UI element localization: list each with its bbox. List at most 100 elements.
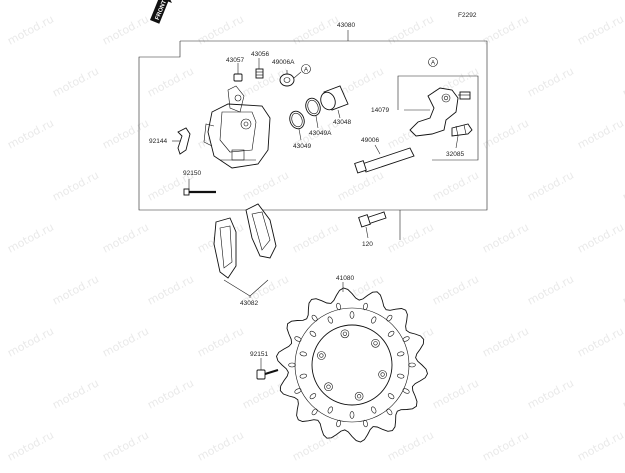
disc-vent-hole [386, 314, 393, 322]
watermark-text: motod.ru [525, 272, 576, 307]
disc-bolt-hole-inner [326, 384, 331, 389]
brake-disc-41080 [276, 287, 428, 443]
watermark-text: motod.ru [430, 272, 481, 307]
pad-pin-92150 [183, 188, 216, 196]
watermark-text: motod.ru [145, 64, 196, 99]
watermark-text: motod.ru [5, 324, 56, 359]
watermark-text: motod.ru [5, 12, 56, 47]
disc-vent-hole [386, 408, 393, 416]
watermark-text: motod.ru [575, 324, 625, 359]
disc-vent-hole [349, 311, 355, 319]
watermark-text: motod.ru [50, 272, 101, 307]
watermark-text: motod.ru [620, 272, 625, 307]
watermark-text: motod.ru [480, 428, 531, 463]
disc-vent-hole [294, 388, 302, 394]
disc-vent-hole [371, 316, 377, 324]
watermark-text: motod.ru [480, 324, 531, 359]
disc-vent-hole [299, 351, 307, 357]
disc-vent-hole [327, 316, 333, 324]
callout-32085: 32085 [446, 151, 464, 158]
watermark-text: motod.ru [480, 220, 531, 255]
watermark-text: motod.ru [195, 428, 246, 463]
disc-vent-hole [294, 336, 302, 342]
watermark-text: motod.ru [5, 428, 56, 463]
watermark-text: motod.ru [430, 376, 481, 411]
disc-vent-hole [387, 330, 395, 337]
watermark-text: motod.ru [100, 220, 151, 255]
watermark-text: motod.ru [430, 168, 481, 203]
assembly-bracket-43080 [138, 30, 488, 211]
callout-43049: 43049 [293, 143, 311, 150]
watermark-text: motod.ru [385, 428, 436, 463]
watermark-text: motod.ru [480, 12, 531, 47]
disc-bolt-hole [354, 391, 364, 401]
callout-43056: 43056 [251, 51, 269, 58]
callout-92151: 92151 [250, 351, 268, 358]
watermark-text: motod.ru [5, 116, 56, 151]
callout-41080: 41080 [336, 275, 354, 282]
disc-bolt-hole-inner [342, 331, 348, 336]
ref-circle-a-1: A [301, 64, 311, 74]
disc-vent-hole [371, 406, 377, 414]
watermark-text: motod.ru [145, 376, 196, 411]
watermark-text: motod.ru [575, 220, 625, 255]
disc-vent-hole [363, 302, 368, 311]
callout-43049A: 43049A [309, 130, 332, 137]
watermark-text: motod.ru [50, 64, 101, 99]
callout-92150: 92150 [183, 170, 201, 177]
dust-boot-49006A [279, 73, 295, 87]
watermark-text: motod.ru [525, 64, 576, 99]
watermark-text: motod.ru [335, 168, 386, 203]
callout-49006: 49006 [361, 137, 379, 144]
callout-120: 120 [362, 241, 373, 248]
front-direction-icon: FRONT [150, 0, 172, 24]
brake-pad-left [213, 217, 237, 279]
disc-bolt-hole-inner [373, 341, 378, 346]
watermark-text: motod.ru [620, 376, 625, 411]
svg-text:A: A [431, 61, 435, 67]
callout-43057: 43057 [226, 57, 244, 64]
watermark-text: motod.ru [575, 428, 625, 463]
disc-bolt-hole [324, 382, 333, 392]
disc-vent-hole [311, 314, 318, 322]
disc-vent-hole [309, 393, 317, 400]
brake-pad-right [245, 203, 277, 259]
caliper-bracket-14079 [409, 87, 471, 137]
piston-43048 [320, 85, 349, 111]
pad-retainer-32085 [451, 123, 473, 137]
watermark-text: motod.ru [290, 12, 341, 47]
callout-49006A: 49006A [272, 59, 295, 66]
diagram-code: F2292 [458, 12, 477, 19]
watermark-text: motod.ru [575, 12, 625, 47]
disc-vent-hole [387, 393, 395, 400]
disc-bolt-hole [378, 370, 387, 379]
watermark-text: motod.ru [525, 376, 576, 411]
watermark-text: motod.ru [100, 324, 151, 359]
watermark-text: motod.ru [100, 428, 151, 463]
caliper-body [203, 85, 271, 169]
svg-text:A: A [304, 68, 308, 74]
disc-bolt-hole-inner [319, 353, 324, 358]
disc-vent-hole [336, 302, 341, 311]
watermark-text: motod.ru [50, 168, 101, 203]
disc-bolt-hole [371, 338, 380, 348]
watermark-text: motod.ru [620, 168, 625, 203]
callout-14079: 14079 [371, 107, 389, 114]
disc-vent-hole [288, 362, 296, 368]
bleeder-cap-43057 [233, 73, 243, 82]
disc-vent-hole [363, 419, 368, 428]
bleeder-valve-43056 [255, 68, 264, 79]
watermark-text: motod.ru [575, 116, 625, 151]
callout-92144: 92144 [149, 138, 167, 145]
callout-43048: 43048 [333, 119, 351, 126]
disc-bolt-hole-inner [357, 394, 362, 399]
disc-vent-hole [397, 351, 405, 357]
seal-43049A [305, 97, 321, 117]
disc-bolt-hole [317, 351, 326, 360]
seal-43049 [289, 110, 305, 130]
watermark-text: motod.ru [100, 116, 151, 151]
disc-vent-hole [408, 362, 416, 368]
callout-43082: 43082 [240, 300, 258, 307]
slide-pin-49006 [354, 147, 415, 174]
disc-vent-hole [327, 406, 333, 414]
